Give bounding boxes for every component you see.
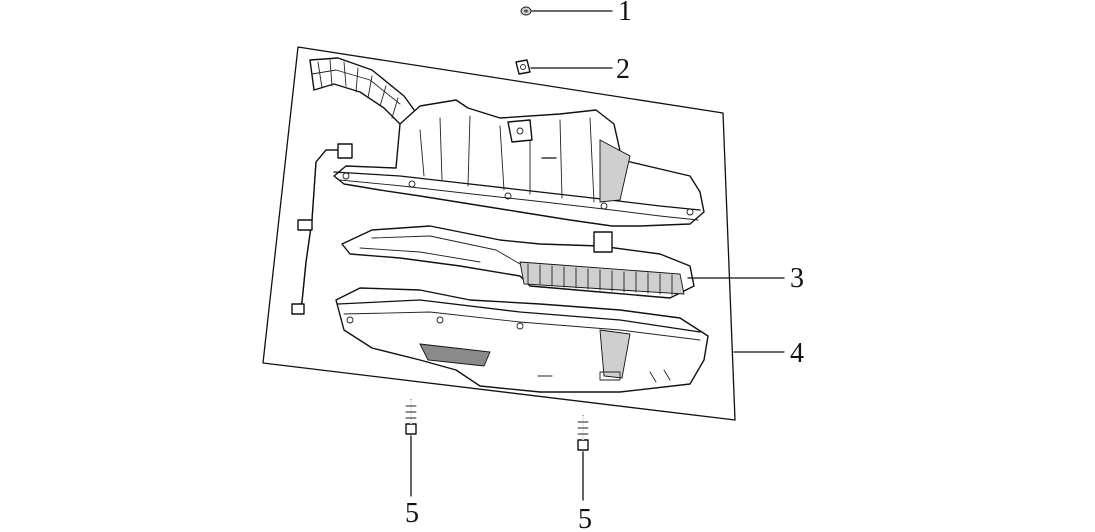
callout-1: 1 [618,0,632,27]
part-1-nut [520,6,532,16]
assembly-boundary [262,46,736,421]
part-2-clip [515,59,531,75]
part-3-filter-element [341,225,695,299]
part-4-lower-housing [335,287,709,393]
breather-hose [291,143,353,315]
part-5-bolt-right [577,415,589,451]
upper-air-housing [309,57,705,227]
callout-4: 4 [790,338,804,369]
callout-5-right: 5 [578,504,592,532]
callout-2: 2 [616,54,630,85]
part-5-bolt-left [405,399,417,435]
callout-5-left: 5 [405,498,419,529]
callout-3: 3 [790,263,804,294]
